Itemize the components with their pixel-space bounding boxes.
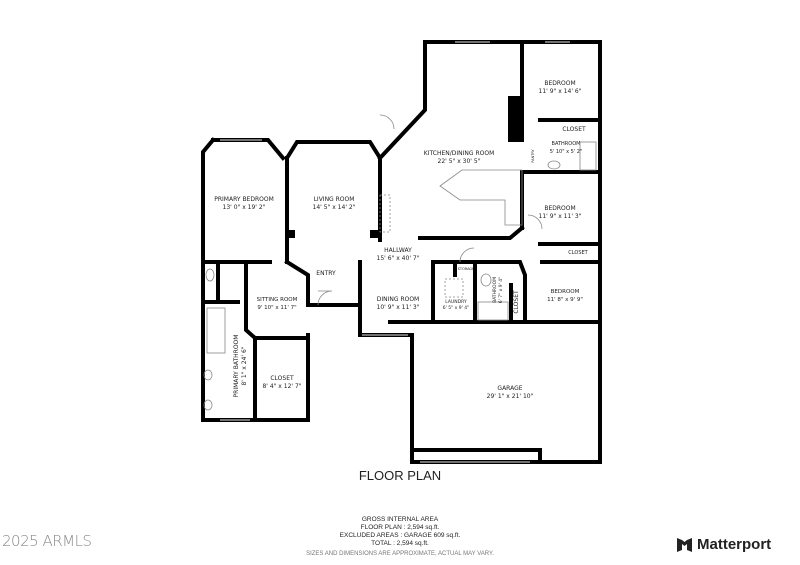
room-label-closet-3: CLOSET — [513, 290, 520, 314]
room-label-storage: STORAGE — [457, 267, 475, 271]
room-label-closet-1: CLOSET — [562, 126, 586, 133]
area-disclaimer: SIZES AND DIMENSIONS ARE APPROXIMATE, AC… — [306, 551, 494, 557]
fireplaces — [287, 96, 522, 238]
toilet — [480, 273, 492, 287]
column — [287, 230, 295, 238]
entry-shelf — [379, 194, 391, 233]
toilet — [205, 268, 215, 282]
copyright-watermark: 2025 ARMLS — [2, 532, 92, 550]
kitchen-island — [439, 169, 523, 226]
bathtub — [579, 141, 597, 171]
wall — [284, 259, 362, 307]
door-swing — [379, 114, 395, 130]
wall — [418, 225, 525, 240]
area-total: TOTAL : 2,594 sq.ft. — [371, 540, 429, 547]
bathtub — [206, 307, 226, 354]
fixtures — [203, 114, 597, 411]
wall — [377, 40, 602, 464]
room-label-closet-2: CLOSET — [568, 250, 588, 256]
matterport-logo-icon — [677, 538, 692, 552]
sink — [203, 399, 213, 411]
room-label-pantry: PANTRY — [531, 149, 535, 163]
wall — [201, 137, 310, 422]
area-excluded: EXCLUDED AREAS : GARAGE 609 sq.ft. — [339, 532, 461, 539]
wall — [211, 138, 286, 161]
door-swing — [459, 247, 475, 263]
area-heading: GROSS INTERNAL AREA — [361, 516, 439, 523]
matterport-logo: Matterport — [676, 536, 771, 553]
door-swing — [317, 290, 333, 306]
sink — [203, 369, 213, 381]
wall — [244, 260, 310, 340]
fireplace — [508, 96, 522, 142]
bathtub — [477, 301, 509, 321]
plan-title: FLOOR PLAN — [358, 468, 442, 483]
washer-dryer — [444, 278, 464, 298]
windows — [220, 41, 570, 463]
area-floor-plan: FLOOR PLAN : 2,594 sq.ft. — [360, 524, 440, 531]
room-label-entry: ENTRY — [316, 270, 336, 277]
brand-name: Matterport — [697, 536, 772, 553]
door-swing — [527, 214, 543, 230]
wall — [284, 140, 382, 242]
column — [370, 230, 380, 238]
area-summary: GROSS INTERNAL AREA FLOOR PLAN : 2,594 s… — [306, 516, 494, 558]
sink — [547, 160, 561, 170]
